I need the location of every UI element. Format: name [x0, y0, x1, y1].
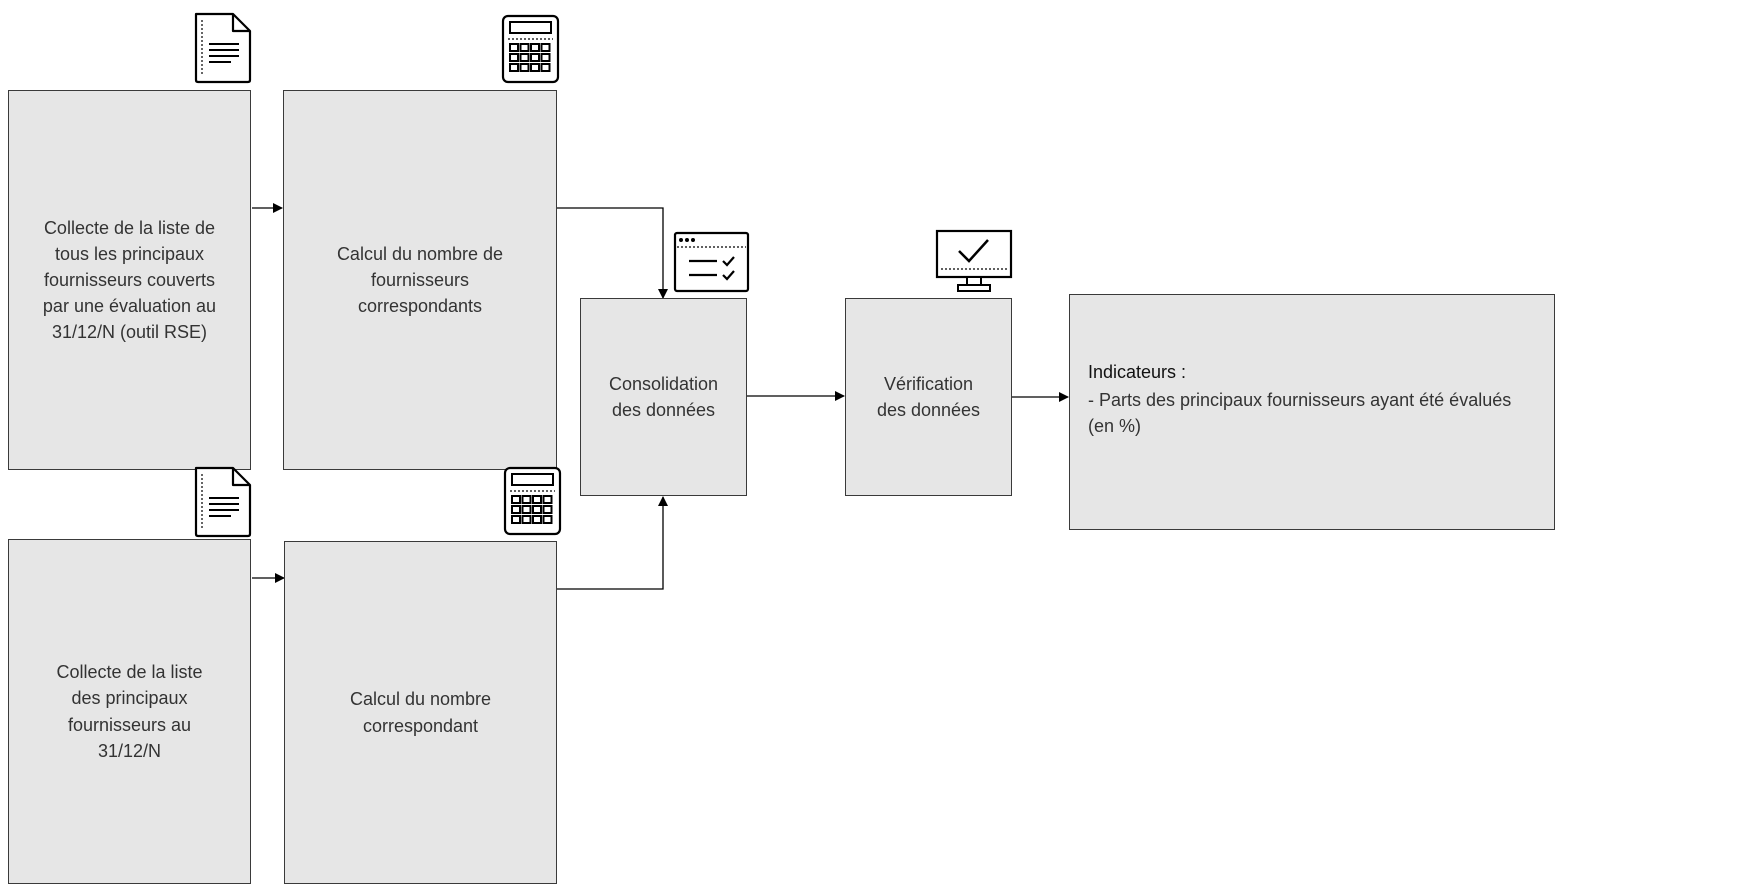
calc-all-suppliers-box: Calcul du nombre correspondant: [284, 541, 557, 884]
document-icon: [194, 12, 252, 84]
indicators-heading: Indicateurs :: [1088, 362, 1187, 382]
consolidation-label: Consolidation des données: [608, 373, 719, 420]
indicators-result-box: Indicateurs : - Parts des principaux fou…: [1069, 294, 1555, 530]
calc-evaluated-suppliers-label: Calcul du nombre de fournisseurs corresp…: [336, 243, 504, 317]
monitor-check-icon: [935, 229, 1013, 292]
arrow-calc-all-to-consolidation: [557, 496, 668, 590]
calc-all-suppliers-label: Calcul du nombre correspondant: [349, 689, 492, 736]
collect-evaluated-suppliers-label: Collecte de la liste de tous les princip…: [42, 217, 217, 343]
document-icon: [194, 466, 252, 538]
checklist-window-icon: [673, 231, 750, 293]
calculator-icon: [501, 14, 560, 84]
indicator-item: - Parts des principaux fournisseurs ayan…: [1088, 390, 1512, 437]
consolidation-box: Consolidation des données: [580, 298, 747, 496]
verification-box: Vérification des données: [845, 298, 1012, 496]
calc-evaluated-suppliers-box: Calcul du nombre de fournisseurs corresp…: [283, 90, 557, 470]
collect-all-suppliers-label: Collecte de la liste des principaux four…: [56, 662, 203, 761]
verification-label: Vérification des données: [876, 373, 981, 420]
arrow-calc-eval-to-consolidation: [557, 207, 668, 299]
collect-evaluated-suppliers-box: Collecte de la liste de tous les princip…: [8, 90, 251, 470]
collect-all-suppliers-box: Collecte de la liste des principaux four…: [8, 539, 251, 884]
calculator-icon: [503, 466, 562, 536]
